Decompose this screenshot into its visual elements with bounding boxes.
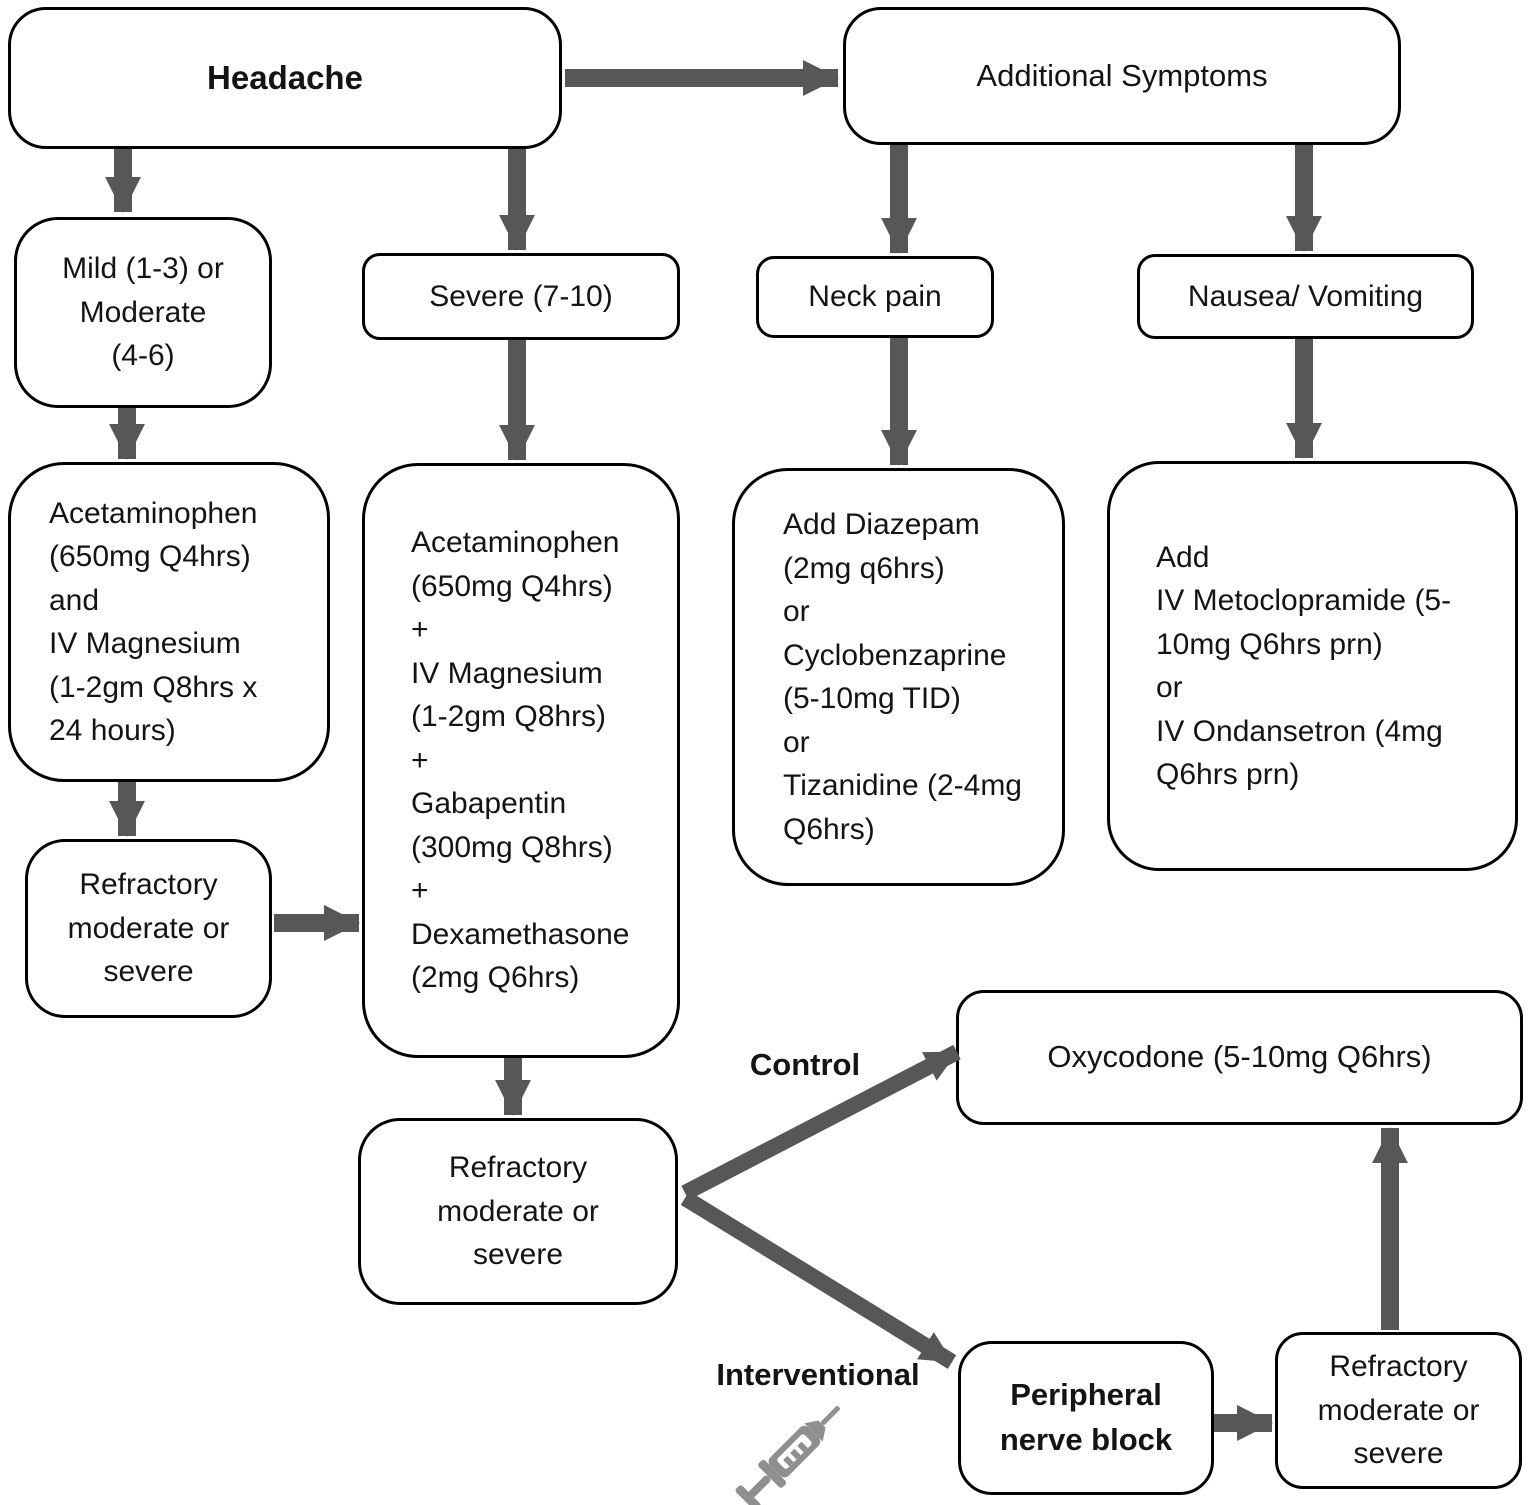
- node-peripheral-nerve-block-label: Peripheral nerve block: [999, 1377, 1173, 1457]
- node-nausea-vomiting: Nausea/ Vomiting: [1137, 254, 1474, 339]
- node-neck-pain-treatment: Add Diazepam (2mg q6hrs) or Cyclobenzapr…: [732, 468, 1065, 886]
- node-nausea-treatment-label: Add IV Metoclopramide (5- 10mg Q6hrs prn…: [1156, 540, 1452, 792]
- edge-label-control: Control: [749, 1047, 861, 1082]
- node-severe-treatment-label: Acetaminophen (650mg Q4hrs) + IV Magnesi…: [411, 526, 630, 995]
- node-headache: Headache: [8, 7, 562, 149]
- arrow-interventional-to-nerve-block: [680, 1191, 957, 1369]
- node-neck-pain: Neck pain: [756, 256, 994, 338]
- node-nausea-vomiting-label: Nausea/ Vomiting: [1187, 279, 1424, 313]
- node-refractory-after-severe: Refractory moderate or severe: [358, 1118, 678, 1305]
- node-mild-moderate-label: Mild (1-3) or Moderate (4-6): [62, 252, 224, 373]
- node-neck-pain-treatment-label: Add Diazepam (2mg q6hrs) or Cyclobenzapr…: [783, 508, 1022, 846]
- node-mild-moderate: Mild (1-3) or Moderate (4-6): [14, 217, 272, 408]
- node-additional-symptoms-label: Additional Symptoms: [976, 57, 1268, 93]
- edge-label-interventional: Interventional: [716, 1357, 920, 1392]
- node-mild-moderate-treatment-label: Acetaminophen (650mg Q4hrs) and IV Magne…: [49, 496, 258, 748]
- node-oxycodone-label: Oxycodone (5-10mg Q6hrs): [1047, 1039, 1432, 1075]
- node-neck-pain-label: Neck pain: [808, 280, 942, 314]
- syringe-icon: [735, 1406, 840, 1505]
- node-headache-label: Headache: [207, 59, 363, 97]
- node-peripheral-nerve-block: Peripheral nerve block: [958, 1341, 1214, 1495]
- node-refractory-after-mild-label: Refractory moderate or severe: [67, 868, 230, 989]
- node-refractory-after-severe-label: Refractory moderate or severe: [437, 1151, 599, 1272]
- node-additional-symptoms: Additional Symptoms: [843, 7, 1401, 145]
- node-severe-treatment: Acetaminophen (650mg Q4hrs) + IV Magnesi…: [362, 463, 680, 1058]
- node-severe: Severe (7-10): [362, 253, 680, 340]
- node-nausea-treatment: Add IV Metoclopramide (5- 10mg Q6hrs prn…: [1107, 461, 1518, 871]
- node-oxycodone: Oxycodone (5-10mg Q6hrs): [956, 990, 1523, 1125]
- node-severe-label: Severe (7-10): [429, 279, 613, 313]
- node-mild-moderate-treatment: Acetaminophen (650mg Q4hrs) and IV Magne…: [8, 462, 330, 782]
- node-refractory-after-mild: Refractory moderate or severe: [25, 839, 272, 1018]
- node-refractory-after-block: Refractory moderate or severe: [1275, 1332, 1522, 1489]
- node-refractory-after-block-label: Refractory moderate or severe: [1317, 1350, 1480, 1471]
